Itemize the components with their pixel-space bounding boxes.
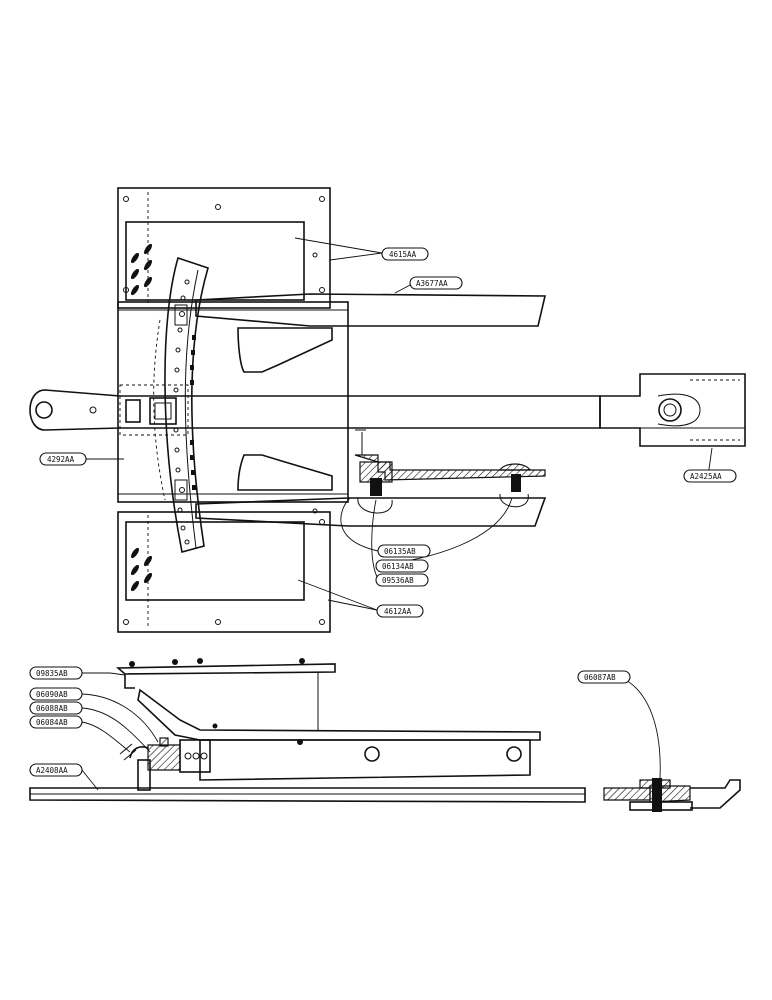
callout-label: A2425AA [690, 472, 722, 481]
callout-label: A2408AA [36, 766, 68, 775]
curved-quadrant [153, 256, 209, 553]
side-upper-plate [115, 658, 541, 745]
leader-lines [80, 237, 713, 791]
callout-4292AA: 4292AA [39, 452, 87, 466]
lower-mounting-plate [117, 508, 331, 633]
callout-A3677AA: A3677AA [409, 276, 463, 290]
section-detail [354, 429, 546, 514]
callout-label: 09835AB [36, 669, 68, 678]
side-frame-body [179, 739, 531, 781]
center-plate [117, 301, 349, 503]
callout-A2425AA: A2425AA [683, 469, 737, 483]
callout-label: 4615AA [389, 250, 417, 259]
lower-bracket-fin [237, 454, 333, 491]
callout-4615AA: 4615AA [381, 247, 429, 261]
callout-06134AB: 06134AB [375, 559, 429, 573]
upper-mounting-plate [117, 187, 331, 309]
callout-label: 06088AB [36, 704, 68, 713]
callout-label: 06084AB [36, 718, 68, 727]
upper-frame-bar [195, 293, 547, 327]
callout-label: 06134AB [382, 562, 414, 571]
callout-label: 4612AA [384, 607, 412, 616]
callout-09835AB: 09835AB [29, 666, 83, 680]
hitch-detail [603, 778, 741, 812]
callout-label: 06135AB [384, 547, 416, 556]
callout-label: 06087AB [584, 673, 616, 682]
top-view-assembly [29, 187, 746, 633]
upper-bracket-fin [237, 327, 333, 373]
callout-06088AB: 06088AB [29, 701, 83, 715]
side-pin-assembly [119, 737, 181, 791]
callout-label: 4292AA [47, 455, 75, 464]
callout-label: 09536AB [382, 576, 414, 585]
callout-06135AB: 06135AB [377, 544, 431, 558]
lower-frame-bar [195, 497, 547, 527]
callout-06087AB: 06087AB [577, 670, 631, 684]
callout-09536AB: 09536AB [375, 573, 429, 587]
drawbar [29, 384, 601, 436]
callout-06090AB: 06090AB [29, 687, 83, 701]
side-view-assembly [29, 658, 741, 812]
callout-label: A3677AA [416, 279, 448, 288]
side-lower-bar [29, 787, 586, 803]
callout-A2408AA: A2408AA [29, 763, 83, 777]
clevis [599, 373, 746, 447]
callout-label: 06090AB [36, 690, 68, 699]
callout-06084AB: 06084AB [29, 715, 83, 729]
callout-4612AA: 4612AA [376, 604, 424, 618]
